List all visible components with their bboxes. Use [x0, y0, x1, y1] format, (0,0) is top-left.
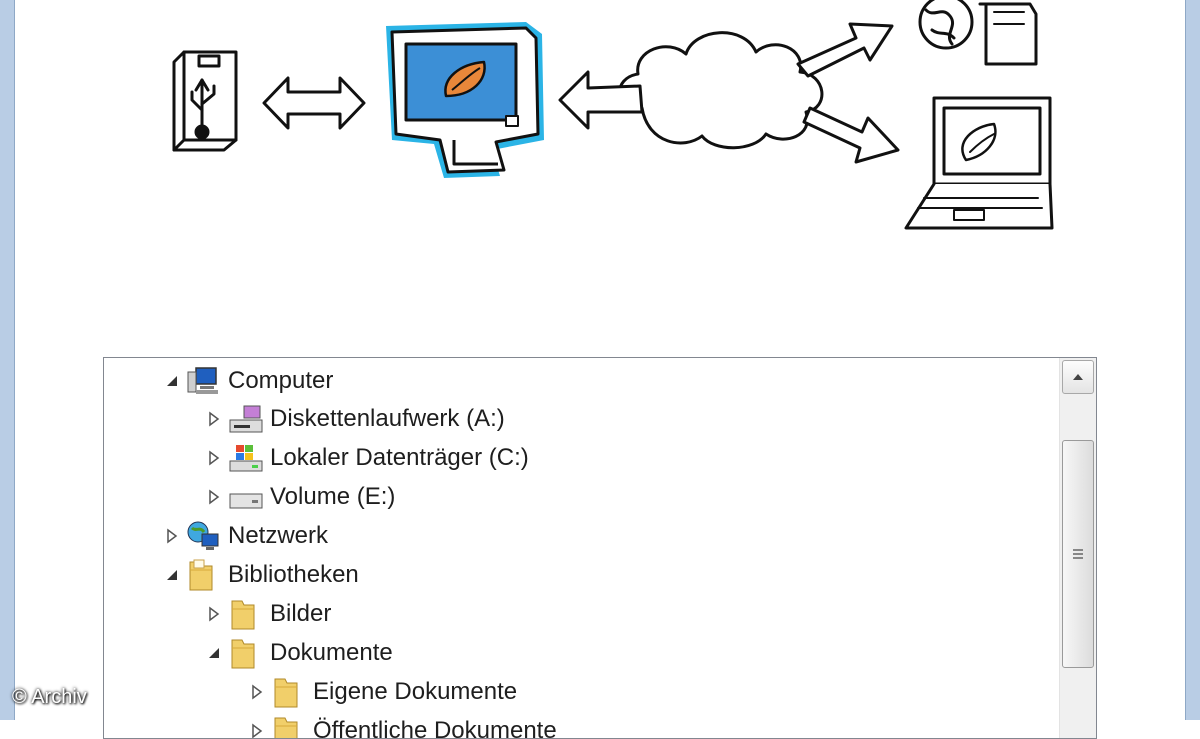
network-icon: [186, 517, 226, 555]
tree-item-libraries[interactable]: Bibliotheken: [158, 556, 359, 594]
tree-item-label: Eigene Dokumente: [313, 678, 518, 705]
scroll-up-button[interactable]: [1062, 360, 1094, 394]
library-folder-icon: [186, 556, 226, 594]
monitor-icon: [386, 22, 544, 178]
tree-item-my-documents[interactable]: Eigene Dokumente: [243, 673, 517, 711]
tree-item-label: Diskettenlaufwerk (A:): [270, 405, 505, 432]
expanded-arrow-icon[interactable]: [158, 362, 186, 400]
tree-item-computer[interactable]: Computer: [158, 362, 333, 400]
tree-item-label: Dokumente: [270, 639, 393, 666]
copyright-watermark: © Archiv: [12, 686, 87, 708]
tree-item-label: Öffentliche Dokumente: [313, 717, 557, 739]
collapsed-arrow-icon[interactable]: [200, 478, 228, 516]
arrow-left-icon: [558, 70, 644, 130]
folder-icon: [271, 673, 311, 711]
collapsed-arrow-icon[interactable]: [243, 712, 271, 738]
tree-item-label: Volume (E:): [270, 483, 396, 510]
window-frame-right: [1185, 0, 1200, 720]
usb-stick-icon: [172, 50, 238, 152]
collapsed-arrow-icon[interactable]: [158, 517, 186, 555]
tree-item-label: Bibliotheken: [228, 561, 359, 588]
folder-icon: [228, 595, 268, 633]
cloud-icon: [618, 31, 824, 150]
arrow-up-right-icon: [796, 22, 894, 78]
drive-icon: [228, 478, 268, 516]
expanded-arrow-icon[interactable]: [158, 556, 186, 594]
expanded-arrow-icon[interactable]: [200, 634, 228, 672]
folder-tree-panel[interactable]: Computer Diskettenlaufwerk (A:): [103, 357, 1097, 739]
tree-item-floppy-drive[interactable]: Diskettenlaufwerk (A:): [200, 400, 505, 438]
double-arrow-icon: [262, 76, 366, 130]
tree-item-label: Netzwerk: [228, 522, 329, 549]
tree-item-network[interactable]: Netzwerk: [158, 517, 328, 555]
window-frame-left: [0, 0, 15, 720]
tree-item-volume-e[interactable]: Volume (E:): [200, 478, 395, 516]
collapsed-arrow-icon[interactable]: [243, 673, 271, 711]
tree-item-documents[interactable]: Dokumente: [200, 634, 393, 672]
collapsed-arrow-icon[interactable]: [200, 439, 228, 477]
sync-illustration: [172, 0, 1054, 230]
folder-icon: [271, 712, 311, 738]
laptop-icon: [904, 96, 1054, 230]
tree-item-label: Computer: [228, 367, 334, 394]
folder-icon: [228, 634, 268, 672]
collapsed-arrow-icon[interactable]: [200, 400, 228, 438]
vertical-scrollbar[interactable]: [1059, 358, 1096, 738]
tree-item-local-drive[interactable]: Lokaler Datenträger (C:): [200, 439, 529, 477]
tree-item-public-documents[interactable]: Öffentliche Dokumente: [243, 712, 557, 739]
tree-item-label: Lokaler Datenträger (C:): [270, 444, 529, 471]
arrow-down-right-icon: [802, 106, 900, 164]
chevron-up-icon: [1073, 374, 1083, 380]
grip-icon: [1073, 549, 1083, 559]
scroll-thumb[interactable]: [1062, 440, 1094, 668]
windows-drive-icon: [228, 439, 268, 477]
tree-item-pictures[interactable]: Bilder: [200, 595, 331, 633]
tree-item-label: Bilder: [270, 600, 332, 627]
globe-document-icon: [918, 0, 1038, 66]
collapsed-arrow-icon[interactable]: [200, 595, 228, 633]
computer-icon: [186, 362, 226, 400]
floppy-drive-icon: [228, 400, 268, 438]
